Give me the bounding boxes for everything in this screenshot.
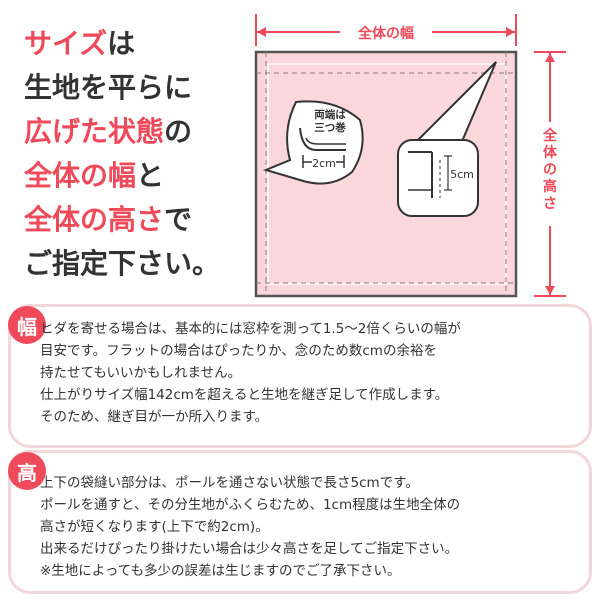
note-line: 出来るだけぴったり掛けたい場合は少々高さを足してご指定下さい。 [40,541,459,557]
note-line: ※生地によっても多少の誤差は生じますのでご了承下さい。 [40,563,401,579]
heading-text: の [164,115,193,148]
note-line: 仕上がりサイズ幅142cmを超えると生地を継ぎ足して作成します。 [40,387,449,403]
width-arrow [255,14,517,46]
note-line: 目安です。フラットの場合はぴったりか、念のため数cmの余裕を [40,343,437,359]
heading-text: ご指定下さい。 [24,247,221,280]
note-line: 持たせてもいいかもしれません。 [40,365,242,381]
curtain-diagram: 全体の幅 全体の高さ 両端は 三つ巻 2cm [254,14,566,298]
heading-line: サイズは [24,22,244,66]
hem-label-line1: 両端は [314,108,346,121]
heading-line: 全体の高さで [24,198,244,242]
heading-text: は [107,27,136,60]
heading-text: 全体の幅 [24,159,137,192]
heading-text: 広げた状態 [24,115,165,148]
heading-text: と [136,159,165,192]
note-line: 上下の袋縫い部分は、ポールを通さない状態で長さ5cmです。 [40,475,419,491]
height-note-text: 上下の袋縫い部分は、ポールを通さない状態で長さ5cmです。 ポールを通すと、その… [40,472,580,582]
height-note-box [8,450,592,594]
note-line: ヒダを寄せる場合は、基本的には窓枠を測って1.5〜2倍くらいの幅が [40,321,461,337]
heading-line: 生地を平らに [24,66,244,110]
height-badge: 高 [8,452,46,490]
heading-text: サイズ [24,27,108,60]
heading-text: 生地を平らに [24,71,193,104]
note-line: ポールを通すと、その分生地がふくらむため、1cm程度は生地全体の [40,497,461,513]
hem-size-label: 2cm [312,157,336,170]
note-line: そのため、継ぎ目が一か所入ります。 [40,409,269,425]
heading-text: で [164,203,193,236]
hem-label-line2: 三つ巻 [314,121,346,134]
height-arrow [534,51,566,297]
width-label: 全体の幅 [357,25,414,42]
heading-line: 全体の幅と [24,154,244,198]
instruction-heading: サイズは 生地を平らに 広げた状態の 全体の幅と 全体の高さで ご指定下さい。 [24,22,244,286]
heading-line: 広げた状態の [24,110,244,154]
height-label: 全体の高さ [542,127,558,212]
width-note-box [8,304,592,448]
width-note-text: ヒダを寄せる場合は、基本的には窓枠を測って1.5〜2倍くらいの幅が 目安です。フ… [40,318,580,428]
heading-text: 全体の高さ [24,203,165,236]
hem-callout [263,100,364,185]
note-line: 高さが短くなります(上下で約2cm)。 [40,519,269,535]
width-badge: 幅 [8,306,46,344]
pocket-callout [397,61,497,217]
pocket-size-label: 5cm [450,168,474,181]
heading-line: ご指定下さい。 [24,242,244,286]
